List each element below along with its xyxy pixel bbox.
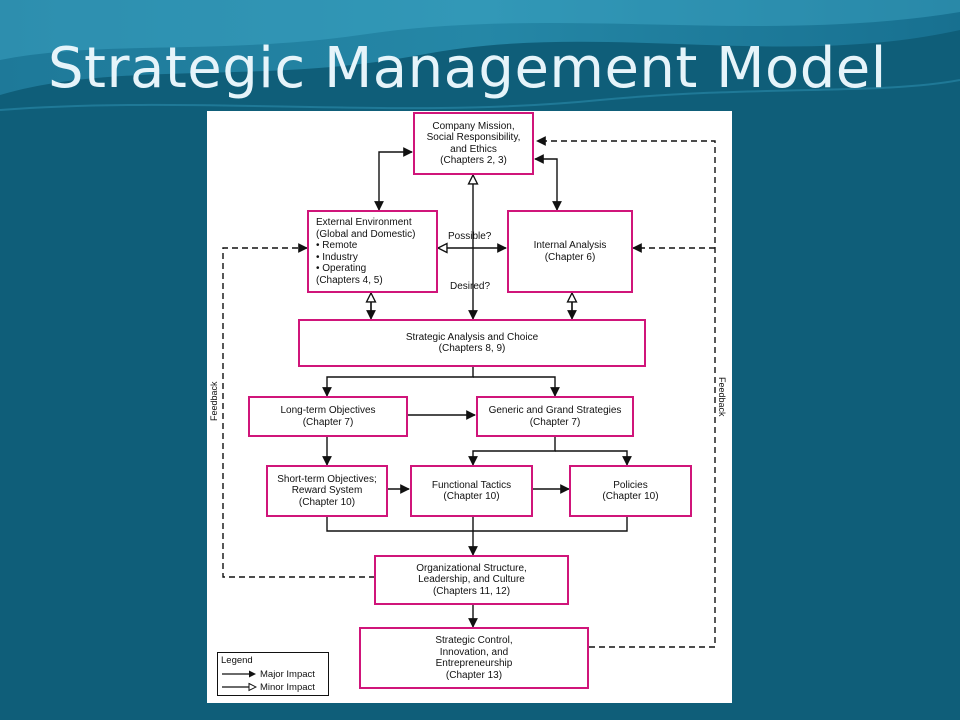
legend-major-row: Major Impact [221,668,315,680]
box-long-term-objectives: Long-term Objectives (Chapter 7) [248,396,408,437]
legend: Legend Major Impact Minor Impact [217,652,329,696]
legend-minor-label: Minor Impact [260,681,315,693]
legend-title: Legend [221,655,253,666]
minor-impact-arrow-icon [222,682,257,692]
box-policies: Policies (Chapter 10) [569,465,692,517]
box-external-environment: External Environment (Global and Domesti… [307,210,438,293]
box-strategic-control: Strategic Control, Innovation, and Entre… [359,627,589,689]
label-desired: Desired? [450,281,491,292]
legend-minor-row: Minor Impact [221,681,315,693]
box-functional-tactics: Functional Tactics (Chapter 10) [410,465,533,517]
slide-title: Strategic Management Model [48,36,887,101]
legend-major-label: Major Impact [260,668,315,680]
diagram-connectors [222,136,716,648]
strategic-management-diagram: Company Mission, Social Responsibility, … [207,111,732,703]
box-short-term-objectives: Short-term Objectives; Reward System (Ch… [266,465,388,517]
box-company-mission: Company Mission, Social Responsibility, … [413,112,534,175]
label-possible: Possible? [448,231,492,242]
label-feedback-left: Feedback [209,381,219,421]
box-internal-analysis: Internal Analysis (Chapter 6) [507,210,633,293]
major-impact-arrow-icon [222,670,256,678]
box-organizational-structure: Organizational Structure, Leadership, an… [374,555,569,605]
box-generic-grand-strategies: Generic and Grand Strategies (Chapter 7) [476,396,634,437]
box-strategic-analysis: Strategic Analysis and Choice (Chapters … [298,319,646,367]
label-feedback-right: Feedback [717,377,727,417]
